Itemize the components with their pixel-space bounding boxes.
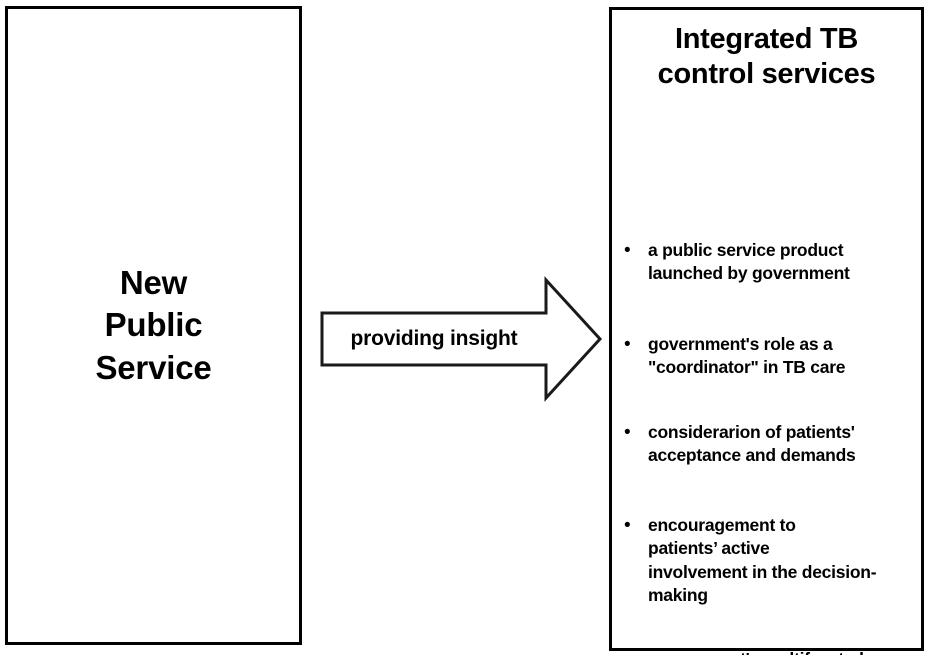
bullet-point-icon: • [622, 648, 648, 655]
list-item: • a public service product launched by g… [622, 239, 914, 286]
list-item: • considerarion of patients' acceptance … [622, 421, 914, 468]
arrow-providing-insight: providing insight [318, 272, 604, 406]
bullet-point-icon: • [624, 514, 631, 536]
list-item-text: government's role as a "coordinator" in … [648, 333, 846, 378]
right-panel-integrated-tb-control-services: Integrated TB control services • a publi… [609, 7, 924, 655]
list-item-text: a public service product launched by gov… [648, 239, 850, 284]
bullet-point-icon: • [624, 239, 631, 261]
list-item: • encouragement to patients’ active invo… [622, 514, 914, 608]
left-panel-new-public-service: New Public Service [5, 6, 302, 645]
right-panel-title: Integrated TB control services [657, 23, 876, 91]
left-panel-title: New Public Service [95, 264, 212, 386]
bullet-point-icon: • [624, 333, 631, 355]
right-arrow-shape [320, 276, 603, 402]
list-item: • government's role as a "coordinator" i… [622, 333, 914, 380]
list-item-text: encouragement to patients’ active involv… [648, 514, 877, 606]
list-item: • government's multifaceted management a… [622, 648, 914, 655]
list-item-text: considerarion of patients' acceptance an… [648, 421, 856, 466]
list-item-text: government's multifaceted management and… [648, 648, 914, 655]
bullet-point-icon: • [624, 421, 631, 443]
